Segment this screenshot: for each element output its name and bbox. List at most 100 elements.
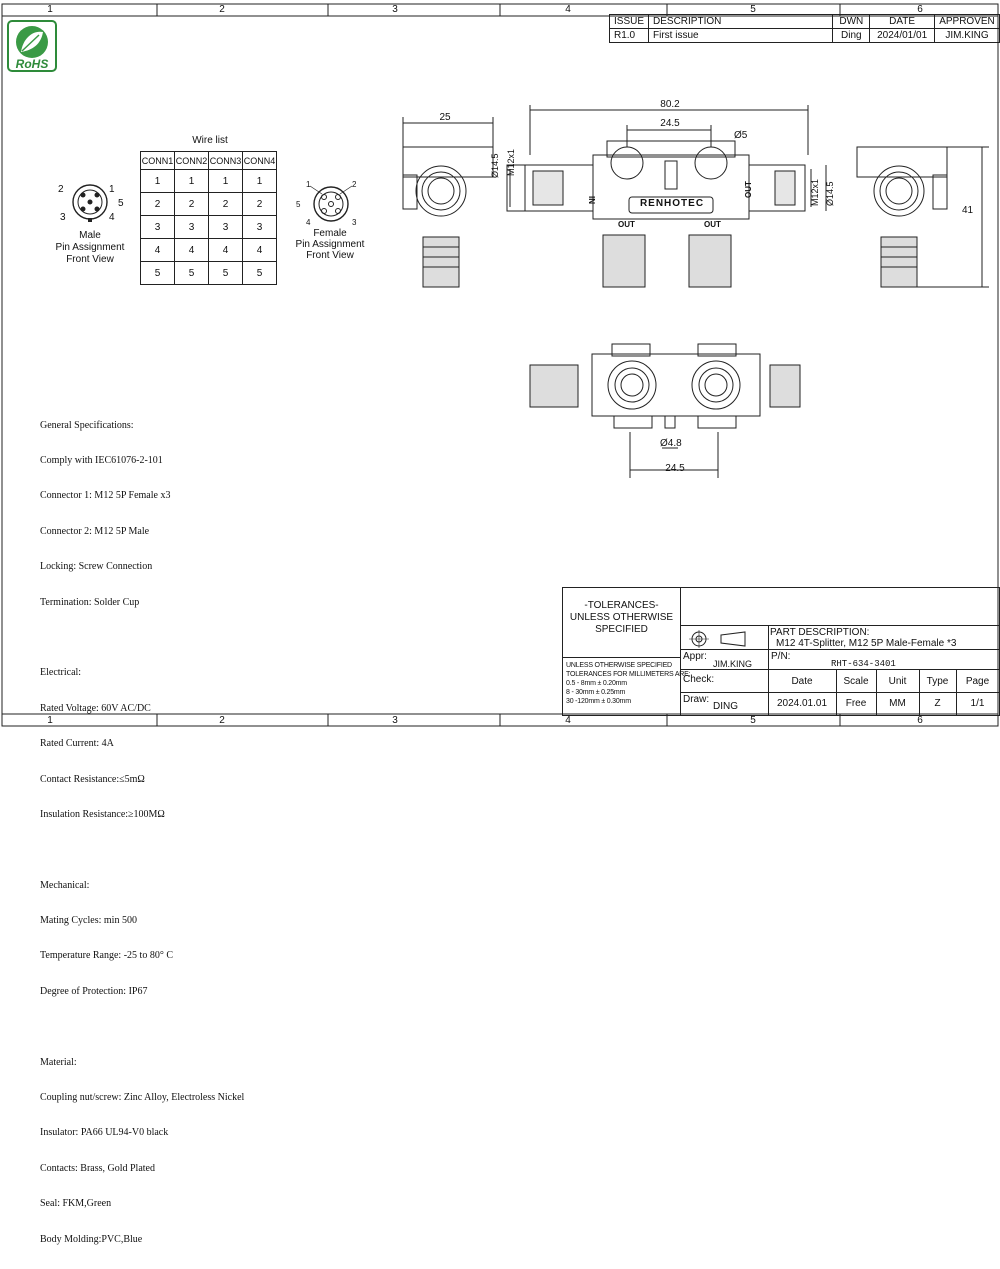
female-caption-line1: Female — [313, 228, 347, 239]
dim-spacing-top: 24.5 — [660, 118, 680, 129]
wire-cell: 1 — [140, 169, 175, 193]
zone-bottom-5: 5 — [750, 715, 756, 726]
female-pin-diagram — [309, 185, 353, 222]
spec-spacer — [40, 1021, 244, 1033]
top-view-drawing — [529, 343, 801, 478]
tolerance-details: UNLESS OTHERWISE SPECIFIED TOLERANCES FO… — [566, 661, 691, 706]
dim-thread-right: M12x1 — [810, 178, 820, 206]
wire-cell: 2 — [208, 192, 243, 216]
female-pin-2: 2 — [352, 180, 357, 189]
tol-detail: UNLESS OTHERWISE SPECIFIED — [566, 662, 672, 669]
dim-diameter-right: Ø14.5 — [825, 181, 835, 206]
appr-label: Appr: — [683, 651, 707, 662]
wire-header-conn2: CONN2 — [174, 151, 209, 170]
wire-cell: 4 — [208, 238, 243, 262]
spec-line: Connector 2: M12 5P Male — [40, 525, 150, 537]
rev-dwn: Ding — [832, 28, 871, 43]
drawing-sheet: 1 2 3 4 5 6 1 2 3 4 5 6 RoHS ISSUE DESCR… — [1, 3, 1000, 1245]
dim-diameter-left: Ø14.5 — [490, 153, 500, 178]
dim-thread-left: M12x1 — [506, 148, 516, 176]
wire-cell: 2 — [140, 192, 175, 216]
zone-bottom-4: 4 — [565, 715, 571, 726]
rohs-logo: RoHS — [7, 20, 57, 72]
male-pin-1: 1 — [109, 184, 115, 195]
spec-line: Degree of Protection: IP67 — [40, 985, 148, 997]
male-pin-3: 3 — [60, 212, 66, 223]
dim-side-width: 25 — [439, 112, 451, 123]
specifications-block: General Specifications: Comply with IEC6… — [40, 396, 244, 1269]
spec-line: Rated Voltage: 60V AC/DC — [40, 702, 151, 714]
rev-header-approven: APPROVEN — [934, 14, 1000, 29]
tol-detail: 8 - 30mm ± 0.25mm — [566, 689, 626, 696]
spec-line: Contacts: Brass, Gold Plated — [40, 1162, 155, 1174]
wire-header-conn1: CONN1 — [140, 151, 175, 170]
zone-top-4: 4 — [565, 4, 571, 15]
wire-cell: 5 — [242, 261, 277, 285]
in-label: IN — [587, 196, 596, 204]
spec-line: Termination: Solder Cup — [40, 596, 140, 608]
rev-header-date: DATE — [869, 14, 935, 29]
zone-top-6: 6 — [917, 4, 923, 15]
male-pin-5: 5 — [118, 198, 124, 209]
spec-line: Connector 1: M12 5P Female x3 — [40, 490, 171, 502]
female-caption-line2: Pin Assignment — [295, 239, 365, 250]
female-pin-1: 1 — [306, 180, 311, 189]
male-pin-2: 2 — [58, 184, 64, 195]
rev-date: 2024/01/01 — [869, 28, 935, 43]
projection-symbol-icon — [689, 630, 746, 648]
zone-top-3: 3 — [392, 4, 398, 15]
value-date: 2024.01.01 — [776, 698, 828, 709]
zone-bottom-3: 3 — [392, 715, 398, 726]
wire-cell: 3 — [242, 215, 277, 239]
wire-cell: 2 — [242, 192, 277, 216]
zone-bottom-6: 6 — [917, 715, 923, 726]
part-description: M12 4T-Splitter, M12 5P Male-Female *3 — [776, 638, 957, 649]
value-unit: MM — [889, 698, 906, 709]
wire-cell: 4 — [140, 238, 175, 262]
zone-top-1: 1 — [47, 4, 53, 15]
spec-line: Rated Current: 4A — [40, 738, 114, 750]
value-page: 1/1 — [970, 698, 985, 709]
rev-description: First issue — [648, 28, 834, 43]
wire-header-conn3: CONN3 — [208, 151, 243, 170]
header-unit: Unit — [888, 676, 907, 687]
spec-line: Contact Resistance:≤5mΩ — [40, 773, 145, 785]
spec-line: Temperature Range: -25 to 80° C — [40, 950, 173, 962]
spec-line: Coupling nut/screw: Zinc Alloy, Electrol… — [40, 1092, 245, 1104]
dim-spacing-bottom: 24.5 — [665, 463, 685, 474]
wire-cell: 4 — [242, 238, 277, 262]
spec-line: General Specifications: — [40, 419, 134, 431]
male-caption-line1: Male — [79, 230, 101, 241]
spec-line: Insulator: PA66 UL94-V0 black — [40, 1127, 169, 1139]
header-page: Page — [965, 676, 990, 687]
wire-cell: 4 — [174, 238, 209, 262]
spec-line: Seal: FKM,Green — [40, 1198, 112, 1210]
revision-header-row: ISSUE DESCRIPTION DWN DATE APPROVEN — [608, 14, 1000, 29]
wire-cell: 1 — [174, 169, 209, 193]
wire-cell: 1 — [208, 169, 243, 193]
front-view-drawing — [402, 105, 989, 288]
rohs-leaf-icon — [7, 20, 57, 72]
wire-cell: 2 — [174, 192, 209, 216]
female-pin-3: 3 — [352, 218, 357, 227]
rev-issue: R1.0 — [608, 28, 650, 43]
wire-header-conn4: CONN4 — [242, 151, 277, 170]
male-pin-4: 4 — [109, 212, 115, 223]
value-scale: Free — [845, 698, 867, 709]
appr-value: JIM.KING — [713, 659, 753, 669]
male-caption-line3: Front View — [66, 254, 114, 265]
rev-header-dwn: DWN — [832, 14, 871, 29]
out-label-3: OUT — [744, 181, 753, 198]
header-type: Type — [926, 676, 949, 687]
wire-list-header-row: CONN1 CONN2 CONN3 CONN4 — [140, 151, 277, 170]
check-label: Check: — [683, 674, 715, 685]
wire-cell: 5 — [140, 261, 175, 285]
pn-value: RHT-634-3401 — [831, 659, 896, 669]
spec-line: Comply with IEC61076-2-101 — [40, 454, 163, 466]
zone-top-2: 2 — [219, 4, 225, 15]
value-type: Z — [934, 698, 941, 709]
rohs-text: RoHS — [15, 57, 49, 71]
